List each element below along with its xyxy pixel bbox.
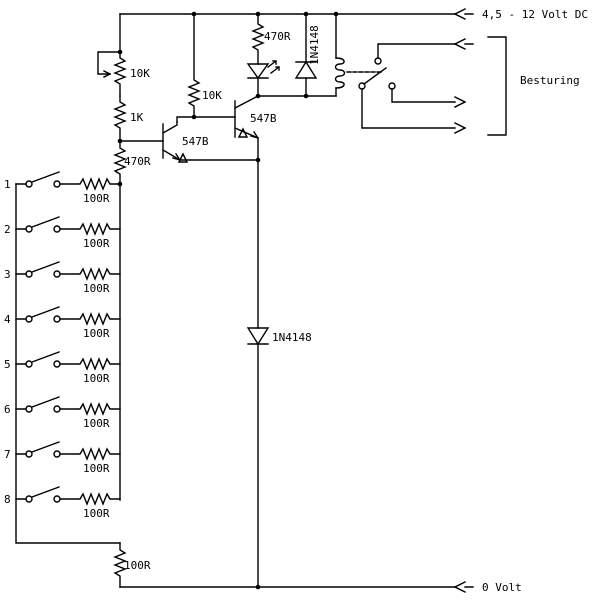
pot-label: 10K — [130, 67, 150, 80]
switch-row: 6 100R — [4, 396, 121, 430]
switch-resistor-label: 100R — [83, 237, 110, 250]
base-resistor-10k — [176, 13, 236, 123]
diode-relay-label: 1N4148 — [308, 25, 321, 65]
left-chain — [97, 13, 164, 501]
switch-resistor-label: 100R — [83, 462, 110, 475]
switch-row: 2 100R — [4, 216, 121, 250]
switch-resistor-label: 100R — [83, 372, 110, 385]
switch-ladder: 1 100R 2 100R 3 100R 4 100R 5 100R 6 100R 7 100R 8 100R — [4, 171, 121, 520]
diode-main-label: 1N4148 — [272, 331, 312, 344]
switch-resistor-label: 100R — [83, 327, 110, 340]
control-label: Besturing — [520, 74, 580, 87]
relay-diode — [294, 13, 318, 97]
relay-contacts — [358, 38, 474, 134]
switch-row: 1 100R — [4, 171, 121, 205]
r470-led-label: 470R — [264, 30, 291, 43]
ground-section — [15, 183, 474, 593]
switch-number: 6 — [4, 403, 11, 416]
ground-label: 0 Volt — [482, 581, 522, 594]
control-bracket — [487, 36, 507, 136]
switch-row: 7 100R — [4, 441, 121, 475]
r470-left-label: 470R — [124, 155, 151, 168]
main-diode — [246, 159, 270, 590]
r10k-base-label: 10K — [202, 89, 222, 102]
switch-number: 1 — [4, 178, 11, 191]
led-branch — [246, 13, 337, 99]
switch-resistor-label: 100R — [83, 417, 110, 430]
switch-row: 5 100R — [4, 351, 121, 385]
switch-number: 7 — [4, 448, 11, 461]
switch-row: 3 100R — [4, 261, 121, 295]
t2-label: 547B — [250, 112, 277, 125]
transistor-t2 — [234, 95, 261, 163]
switch-number: 3 — [4, 268, 11, 281]
switch-row: 8 100R — [4, 486, 121, 520]
switch-resistor-label: 100R — [83, 192, 110, 205]
supply-rail — [119, 8, 474, 20]
relay-coil — [334, 13, 384, 97]
r-bottom-label: 100R — [124, 559, 151, 572]
switch-row: 4 100R — [4, 306, 121, 340]
switch-number: 8 — [4, 493, 11, 506]
switch-resistor-label: 100R — [83, 507, 110, 520]
switch-number: 5 — [4, 358, 11, 371]
switch-resistor-label: 100R — [83, 282, 110, 295]
r1k-label: 1K — [130, 111, 144, 124]
t1-label: 547B — [182, 135, 209, 148]
transistor-t1 — [162, 121, 259, 163]
switch-number: 2 — [4, 223, 11, 236]
switch-number: 4 — [4, 313, 11, 326]
supply-label: 4,5 - 12 Volt DC — [482, 8, 588, 21]
